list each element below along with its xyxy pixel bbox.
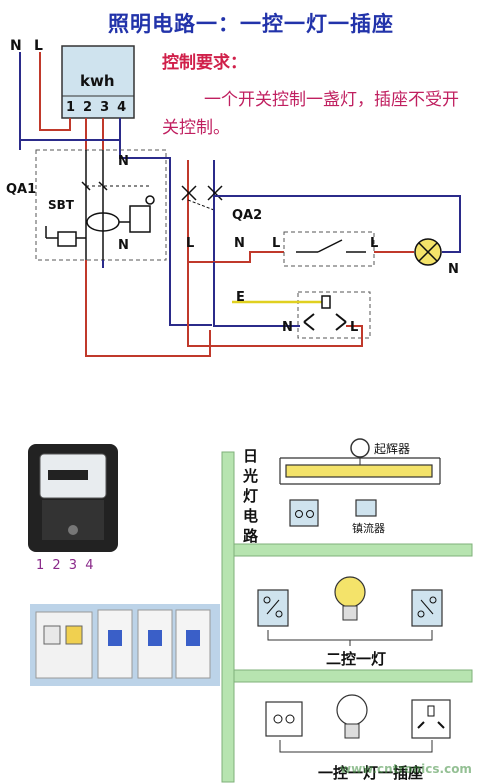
requirement-text: 一个开关控制一盏灯，插座不受开关控制。 <box>162 90 459 138</box>
two-way-bracket <box>267 630 433 641</box>
wall-board-2 <box>233 669 473 683</box>
fluorescent-vertical-label: 日 光 灯 电 路 <box>243 447 259 545</box>
wall-board-vertical <box>221 451 235 783</box>
requirement-heading: 控制要求： <box>162 53 247 73</box>
trip-coil <box>129 205 151 233</box>
starter-symbol <box>350 438 370 458</box>
label-sbt: SBT <box>48 198 74 212</box>
watermark: www.cntronics.com <box>340 762 472 776</box>
label-n-bottom: N <box>118 238 129 253</box>
qa1-enclosure <box>35 149 167 261</box>
socket-enclosure <box>297 291 371 339</box>
wall-board-1 <box>233 543 473 557</box>
label-qa2-n: N <box>234 236 245 251</box>
fluorescent-tube <box>285 464 433 478</box>
lamp-live-wire <box>188 251 284 263</box>
diagram-title: 照明电路一：一控一灯一插座 <box>108 11 394 36</box>
label-qa2-l: L <box>186 236 195 251</box>
lamp-neutral-wire <box>213 195 461 262</box>
socket-bracket <box>279 740 433 753</box>
starter-label: 起辉器 <box>374 442 411 456</box>
label-socket-e: E <box>236 290 245 305</box>
label-socket-l: L <box>350 320 359 335</box>
label-socket-n: N <box>282 320 293 335</box>
label-switch-l1: L <box>272 236 281 251</box>
label-l-left: L <box>34 38 43 54</box>
switch-plate <box>265 701 303 737</box>
label-qa2: QA2 <box>232 208 263 223</box>
caption-two-way: 二控一灯 <box>326 650 387 668</box>
photo-meter-terminals: 1 2 3 4 <box>36 558 96 573</box>
switch-enclosure <box>283 231 375 267</box>
main-live-bus <box>85 268 211 357</box>
energy-meter-box <box>61 45 135 119</box>
test-resistor <box>57 231 77 247</box>
label-n-left: N <box>10 38 22 54</box>
bulb-icon <box>334 576 366 621</box>
meter-label: kwh <box>80 72 115 90</box>
label-switch-l2: L <box>370 236 379 251</box>
bulb-icon-2 <box>336 694 368 739</box>
caption-one-socket: 一控一灯一插座 <box>318 764 424 782</box>
socket-neutral-wire <box>213 300 300 327</box>
ballast-label: 镇流器 <box>352 522 385 535</box>
socket-live-wire <box>187 318 363 347</box>
main-neutral-bus <box>119 150 212 326</box>
label-qa1: QA1 <box>6 182 37 197</box>
two-way-switch-right <box>411 589 443 627</box>
label-n-top: N <box>118 154 129 169</box>
incoming-live-wire <box>39 52 71 131</box>
ballast-symbol <box>355 499 377 517</box>
two-way-switch-left <box>257 589 289 627</box>
lamp-switch-contact <box>317 239 343 253</box>
meter-terminals: 1234 <box>66 100 135 115</box>
label-lamp-n: N <box>448 262 459 277</box>
